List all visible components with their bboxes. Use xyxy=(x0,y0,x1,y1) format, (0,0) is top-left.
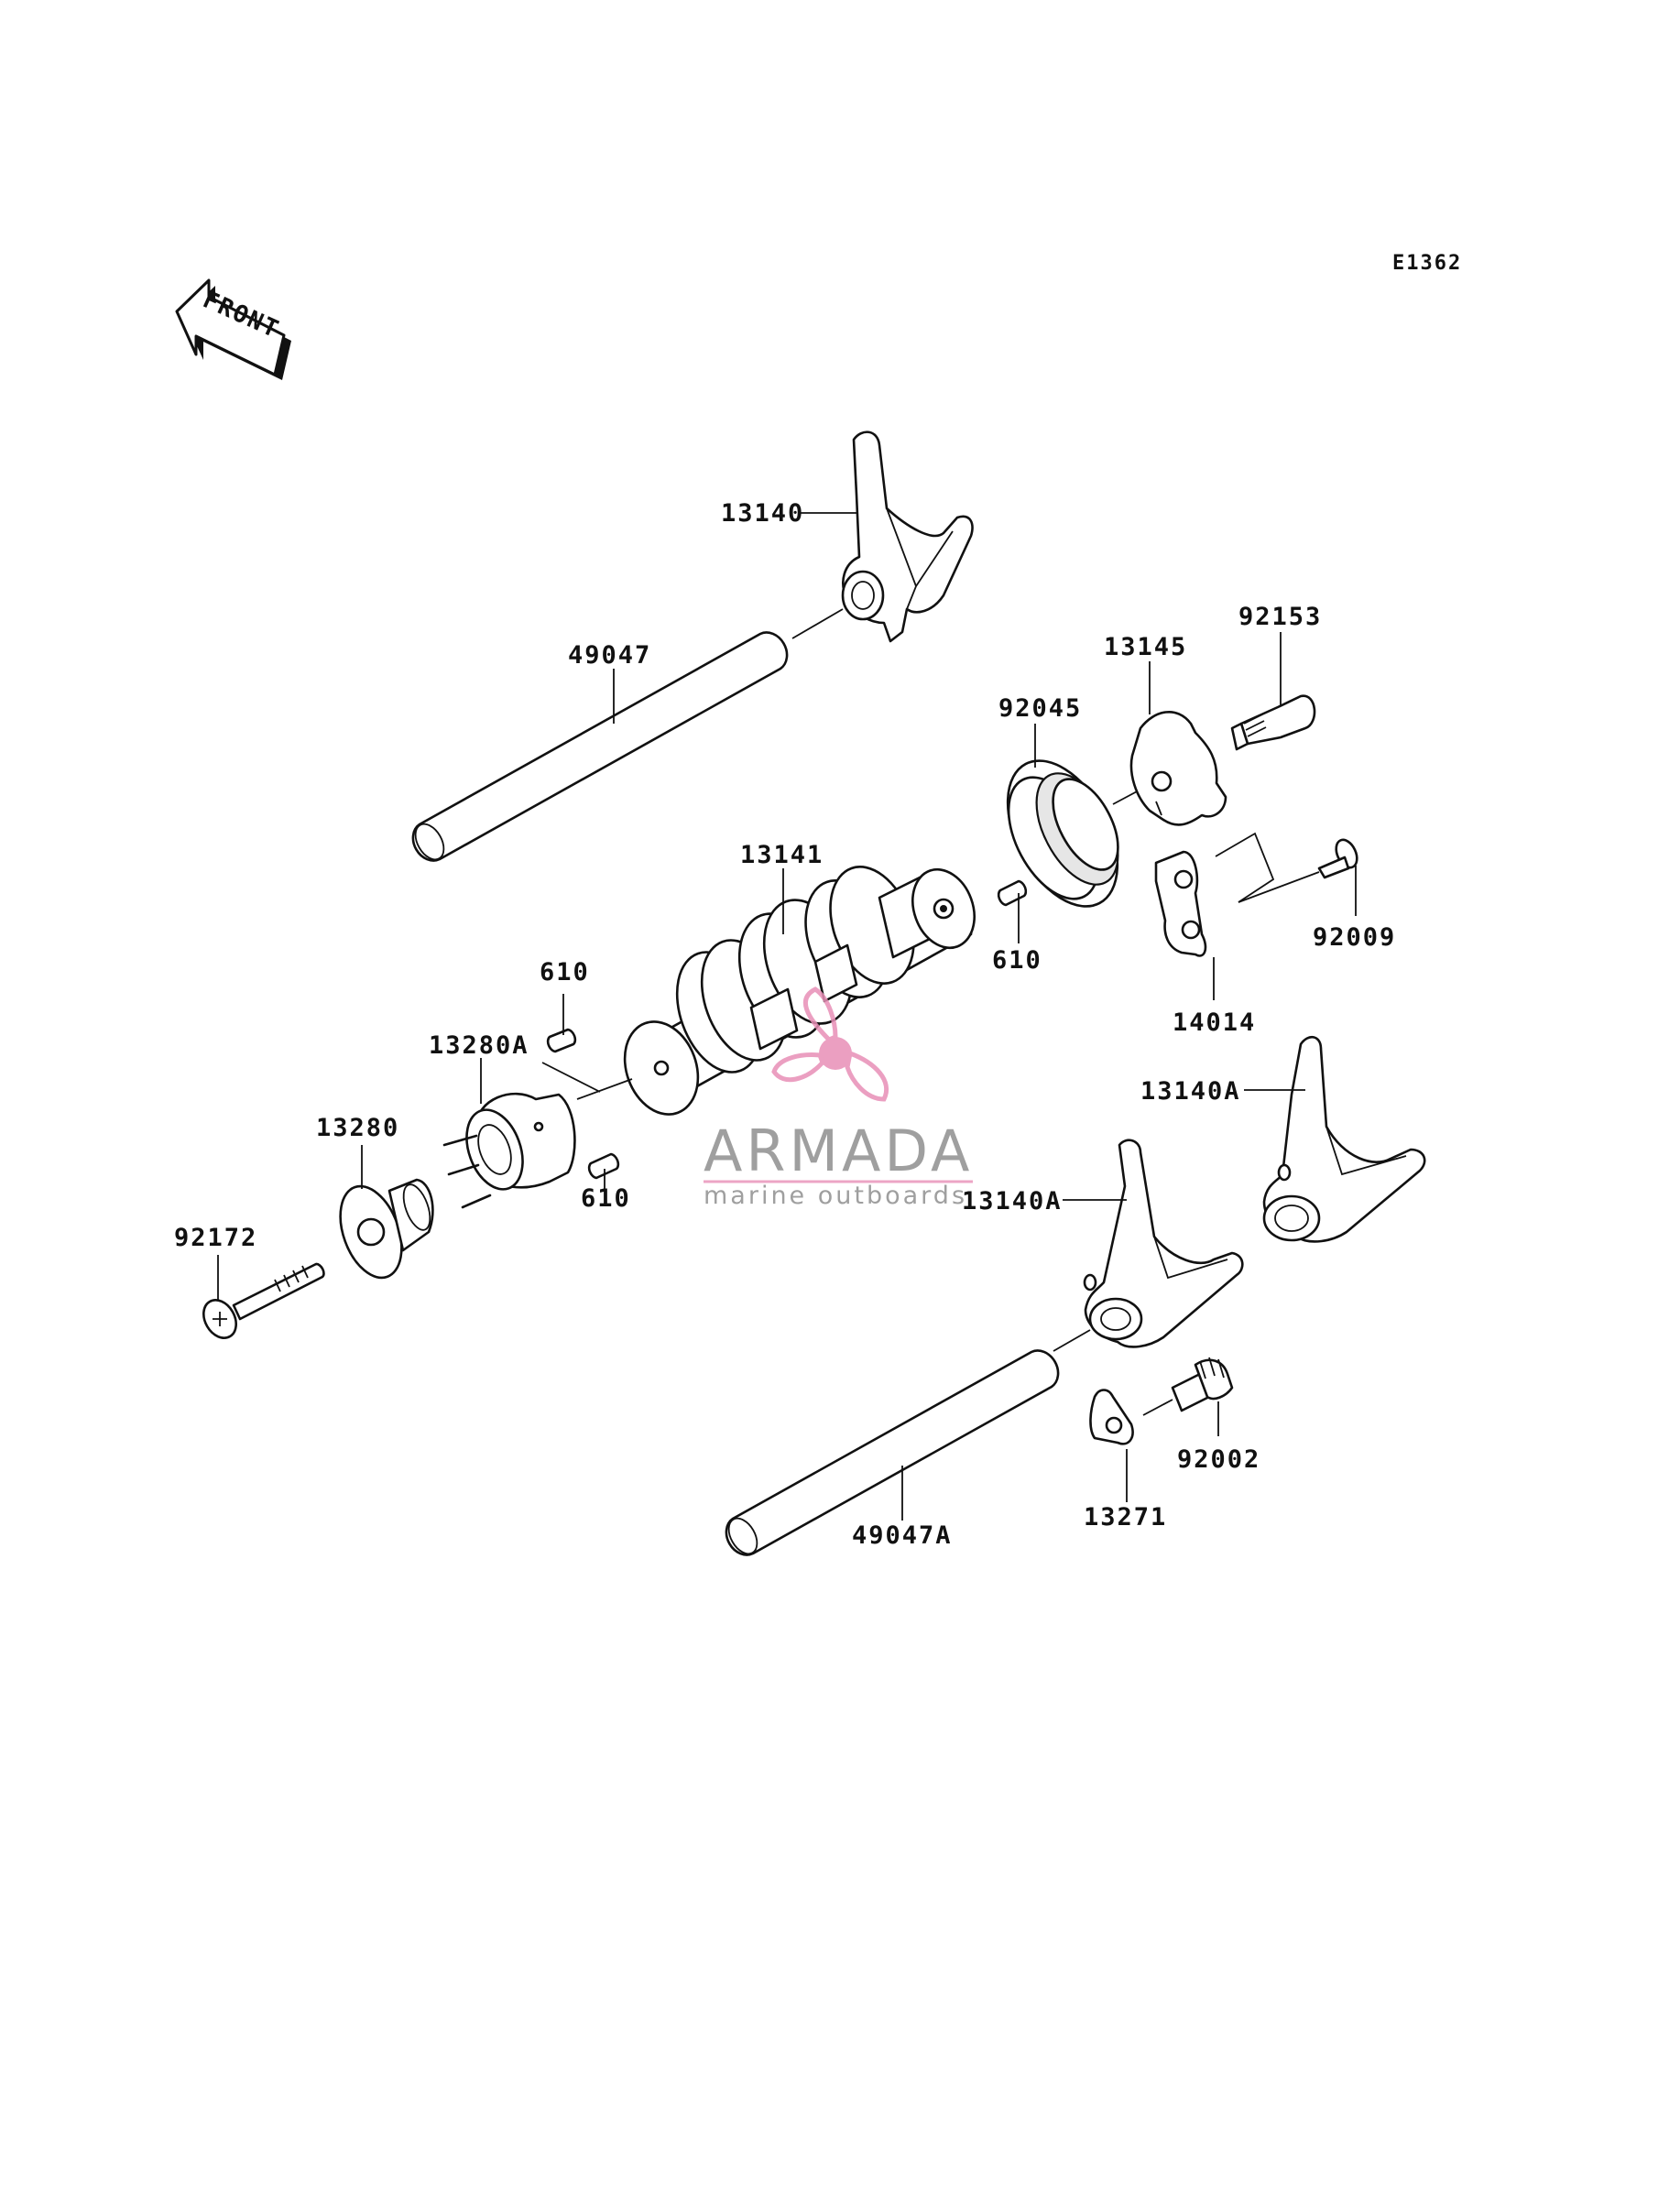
label-13140: 13140 xyxy=(721,499,804,528)
front-arrow-icon: FRONT xyxy=(175,278,291,380)
label-92002: 92002 xyxy=(1177,1445,1260,1474)
part-labels: 13140 49047 13145 92153 92045 13141 610 … xyxy=(174,499,1396,1550)
screw-92172 xyxy=(202,1262,325,1339)
label-13280: 13280 xyxy=(316,1114,399,1142)
leader-lines xyxy=(217,512,1357,1521)
bearing-92045 xyxy=(1006,759,1119,908)
pin-610-lower-left xyxy=(587,1152,620,1180)
label-610-lower: 610 xyxy=(581,1184,631,1213)
label-92172: 92172 xyxy=(174,1224,257,1252)
shift-fork-13140A-upper xyxy=(1262,1036,1426,1243)
bolt-92153 xyxy=(1230,694,1316,751)
shift-rod-49047 xyxy=(411,631,789,862)
label-92153: 92153 xyxy=(1238,603,1322,631)
watermark: ARMADA marine outboards xyxy=(704,987,973,1210)
label-92045: 92045 xyxy=(998,694,1082,723)
label-610-upper: 610 xyxy=(540,958,590,987)
label-13141: 13141 xyxy=(740,841,824,869)
holder-13280A xyxy=(442,1092,576,1209)
label-13271: 13271 xyxy=(1084,1503,1167,1532)
bolt-92002 xyxy=(1171,1357,1234,1412)
cam-13145 xyxy=(1129,710,1227,826)
label-13140A-upper: 13140A xyxy=(1140,1077,1241,1106)
shift-drum-13141 xyxy=(623,866,976,1116)
watermark-tagline: marine outboards xyxy=(704,1182,967,1210)
watermark-name: ARMADA xyxy=(704,1117,973,1184)
label-92009: 92009 xyxy=(1313,923,1396,952)
shift-fork-13140 xyxy=(841,431,974,643)
label-610-right: 610 xyxy=(992,946,1042,975)
label-13280A: 13280A xyxy=(429,1031,529,1060)
label-14014: 14014 xyxy=(1173,1008,1256,1037)
propeller-logo-icon xyxy=(771,987,889,1102)
pin-610-right xyxy=(997,879,1028,907)
label-13145: 13145 xyxy=(1104,633,1187,661)
label-49047A: 49047A xyxy=(852,1521,953,1550)
diagram-code: E1362 xyxy=(1392,252,1462,275)
label-13140A-lower: 13140A xyxy=(962,1187,1063,1215)
label-49047: 49047 xyxy=(568,641,651,670)
pin-610-upper-left xyxy=(546,1028,577,1053)
screw-92009 xyxy=(1317,838,1358,879)
shift-fork-13140A-lower xyxy=(1083,1139,1244,1348)
shift-rod-49047A xyxy=(725,1349,1060,1556)
plate-14014 xyxy=(1154,850,1207,957)
plate-13271 xyxy=(1089,1389,1134,1445)
pin-13280 xyxy=(339,1178,434,1280)
